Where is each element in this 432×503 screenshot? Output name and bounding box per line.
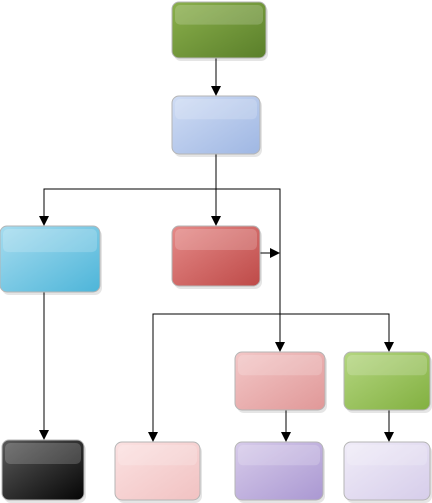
node-gloss-pink — [238, 355, 322, 376]
node-gloss-cyan — [3, 229, 97, 253]
node-lime[interactable] — [343, 351, 431, 411]
node-gloss-pale-pink — [118, 445, 197, 466]
node-black[interactable] — [1, 439, 85, 501]
node-gloss-pale-lavender — [347, 445, 427, 466]
node-red[interactable] — [171, 225, 261, 287]
node-pink[interactable] — [234, 351, 326, 411]
connector-arrow — [148, 313, 280, 442]
node-gloss-light-blue — [175, 99, 257, 120]
node-light-blue[interactable] — [171, 95, 261, 155]
node-gloss-black — [5, 443, 81, 464]
node-lavender[interactable] — [234, 441, 324, 501]
node-gloss-lavender — [238, 445, 320, 466]
connector-arrow — [216, 188, 285, 352]
node-gloss-top-green — [175, 5, 263, 25]
node-pale-lavender[interactable] — [343, 441, 431, 501]
node-cyan[interactable] — [0, 225, 101, 293]
node-pale-pink[interactable] — [114, 441, 201, 501]
node-top-green[interactable] — [171, 1, 267, 59]
node-gloss-red — [175, 229, 257, 250]
node-gloss-lime — [347, 355, 427, 376]
connector-arrow — [39, 154, 217, 226]
connector-arrow — [280, 313, 394, 352]
connector-layer — [39, 58, 394, 442]
